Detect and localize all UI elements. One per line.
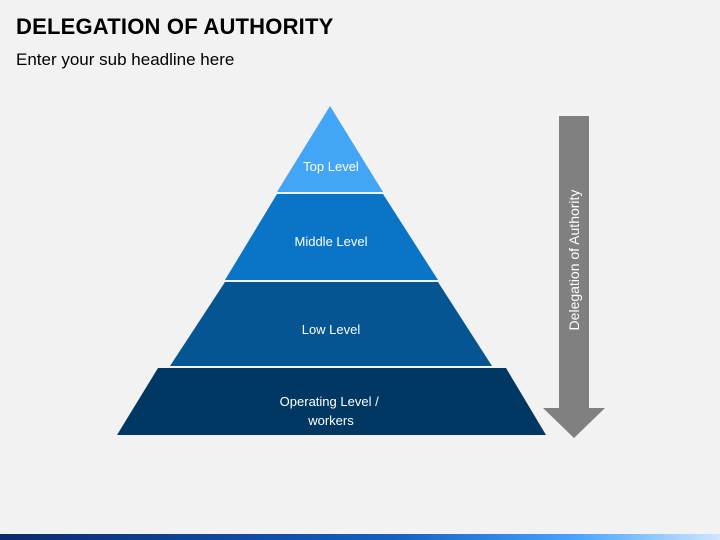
footer-accent-bar — [0, 534, 720, 540]
pyramid-label-operating: Operating Level / workers — [280, 394, 383, 428]
delegation-arrow-label: Delegation of Authority — [566, 190, 582, 331]
delegation-arrow: Delegation of Authority — [543, 116, 605, 438]
pyramid-label-top: Top Level — [303, 159, 359, 174]
down-arrow-icon — [543, 116, 605, 438]
pyramid-level-low — [170, 282, 492, 366]
pyramid-level-operating — [117, 368, 546, 435]
page-title: DELEGATION OF AUTHORITY — [16, 14, 334, 39]
page-subtitle: Enter your sub headline here — [16, 50, 235, 69]
pyramid-label-middle: Middle Level — [295, 234, 368, 249]
pyramid-label-operating-line2: workers — [307, 413, 354, 428]
pyramid: Top Level Middle Level Low Level Operati… — [117, 106, 546, 435]
pyramid-label-operating-line1: Operating Level / — [280, 394, 379, 409]
pyramid-level-top — [277, 106, 383, 192]
pyramid-label-low: Low Level — [302, 322, 361, 337]
pyramid-level-middle — [225, 194, 438, 280]
